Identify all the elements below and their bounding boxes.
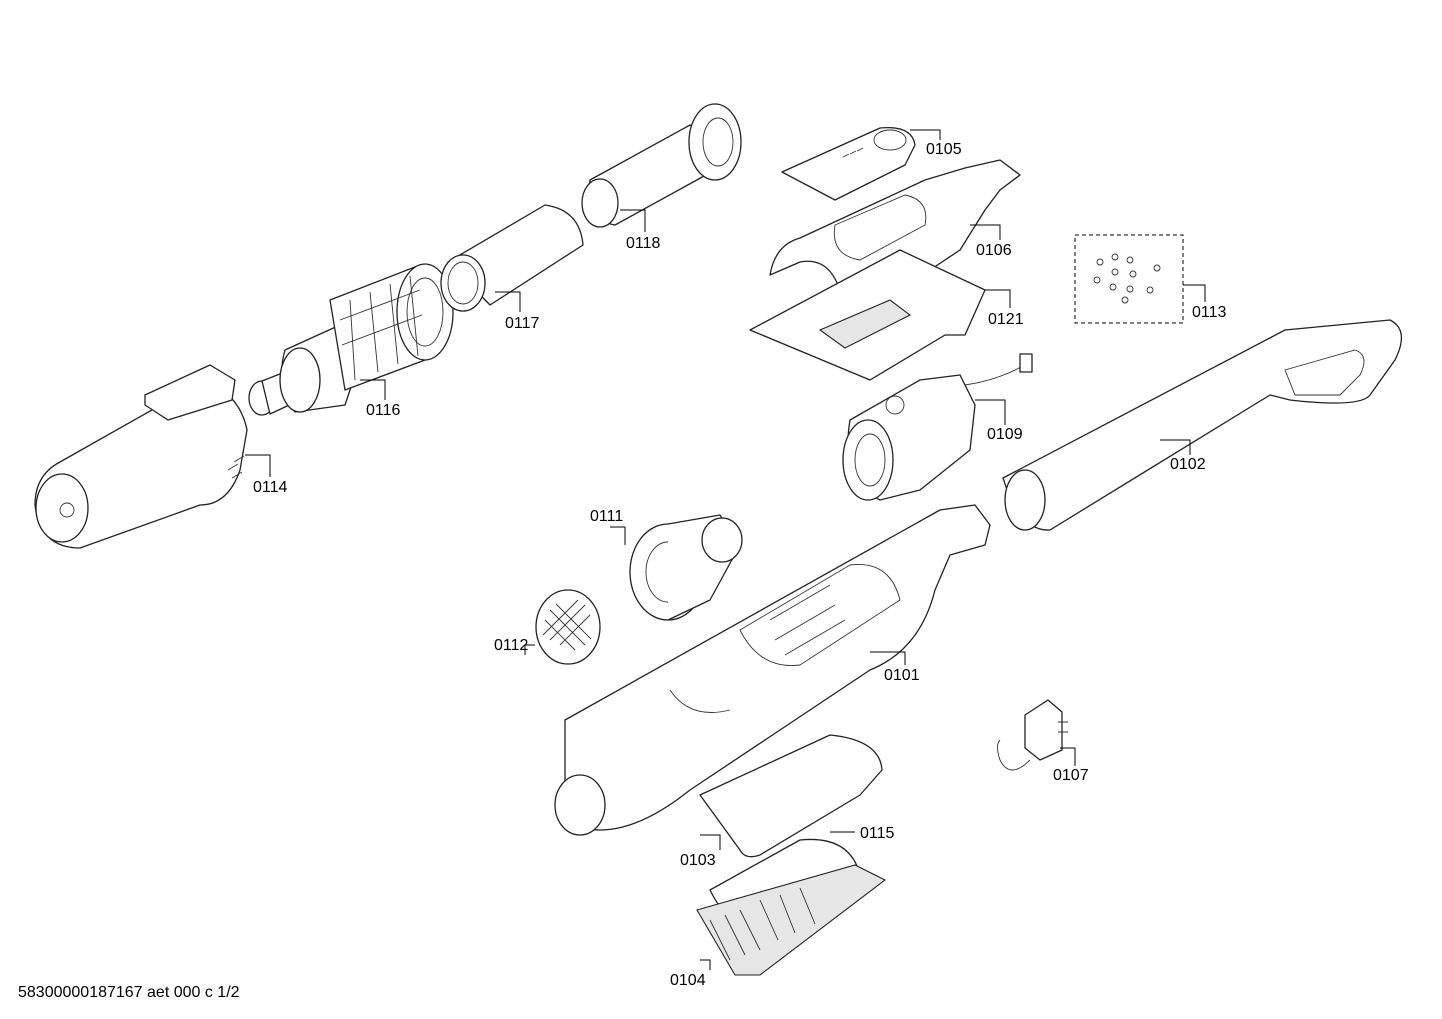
part-0112-exhaust-grille [535, 589, 601, 665]
label-0101: 0101 [884, 667, 920, 684]
part-0107-charger [997, 699, 1068, 771]
part-0101-main-housing [554, 504, 991, 836]
label-0107: 0107 [1053, 767, 1089, 784]
leader-lines [245, 129, 1206, 970]
label-0106: 0105 [926, 141, 962, 158]
part-0104-battery-cover [696, 864, 887, 976]
part-labels: 0105 0118 0106 0113 0121 0117 0116 0109 … [253, 141, 1227, 989]
label-0103: 0103 [680, 852, 716, 869]
part-0121-foam-pad [749, 249, 986, 381]
document-footer-code: 58300000187167 aet 000 c 1/2 [18, 984, 240, 1001]
label-0114: 0114 [253, 479, 288, 496]
label-0117: 0118 [626, 235, 661, 252]
part-0115-filter-cage [248, 263, 454, 416]
label-0118: 0115 [860, 825, 895, 842]
label-0112: 0112 [494, 637, 529, 654]
part-0117-inner-tube [581, 103, 742, 228]
label-0113: 0113 [1192, 304, 1227, 321]
label-0111: 0111 [590, 508, 623, 525]
label-0105: 0106 [976, 242, 1012, 259]
part-0113-screw-set [1074, 234, 1184, 324]
label-0102: 0102 [1170, 456, 1206, 473]
part-0109-motor-unit [842, 353, 1033, 501]
label-0115: 0116 [366, 402, 401, 419]
part-0102-handle [1002, 319, 1402, 531]
label-0121: 0121 [988, 311, 1024, 328]
part-0106-button-cover [781, 126, 916, 201]
part-0103-cover-plate [699, 734, 883, 858]
label-0109: 0109 [987, 426, 1023, 443]
part-0114-dust-container [34, 364, 248, 549]
part-0105-upper-housing [769, 159, 1021, 316]
part-0111-fan-unit [629, 514, 743, 621]
part-0116-filter-tube [440, 204, 584, 312]
label-0104: 0104 [670, 972, 706, 989]
label-0116: 0117 [505, 315, 540, 332]
